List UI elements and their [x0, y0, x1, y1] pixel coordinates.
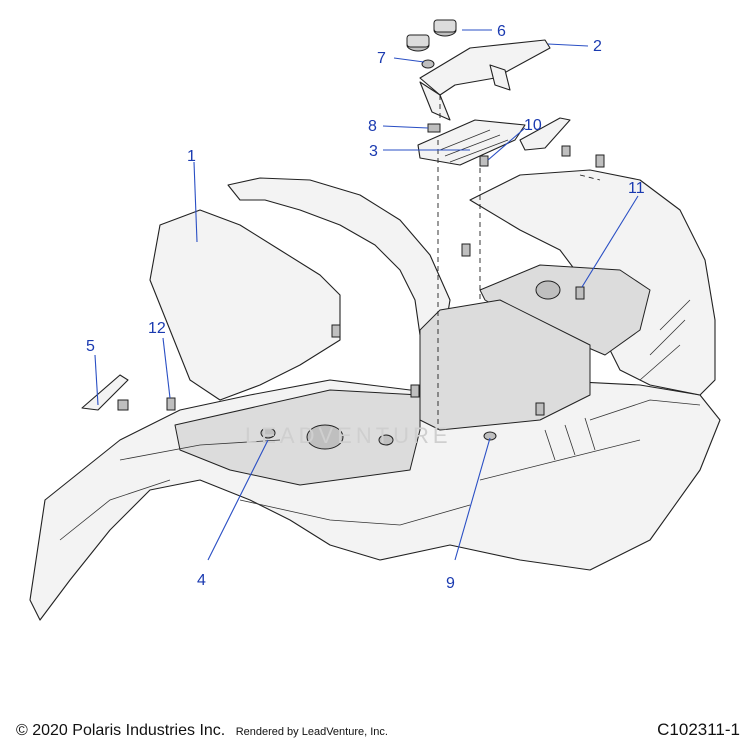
callout-11: 11: [628, 180, 645, 197]
callout-2: 2: [593, 38, 602, 55]
callout-1: 1: [187, 148, 196, 165]
footer-credits: © 2020 Polaris Industries Inc. Rendered …: [16, 722, 388, 740]
diagram-id: C102311-1: [657, 720, 740, 739]
copyright-text: © 2020 Polaris Industries Inc.: [16, 722, 226, 739]
rendered-by-text: Rendered by LeadVenture, Inc.: [235, 726, 388, 738]
callout-4: 4: [197, 572, 206, 589]
rear-fender-body: LEADVENTURE: [29, 169, 721, 621]
leader-lines: [94, 29, 639, 561]
watermark-text: LEADVENTURE: [245, 423, 452, 448]
side-tie-down: [81, 374, 129, 411]
callout-12: 12: [148, 320, 166, 337]
callout-7: 7: [377, 50, 386, 67]
callout-labels: 1 2 3 4 5 6 7 8 9 10 11 12: [86, 23, 645, 592]
callout-8: 8: [368, 118, 377, 135]
callout-10: 10: [524, 117, 542, 134]
callout-5: 5: [86, 338, 95, 355]
rack-bracket: [406, 19, 551, 121]
retainer-clip: [479, 117, 571, 167]
callout-3: 3: [369, 143, 378, 160]
screws: [166, 59, 605, 441]
callout-6: 6: [497, 23, 506, 40]
callout-9: 9: [446, 575, 455, 592]
cargo-cover: [417, 119, 526, 166]
